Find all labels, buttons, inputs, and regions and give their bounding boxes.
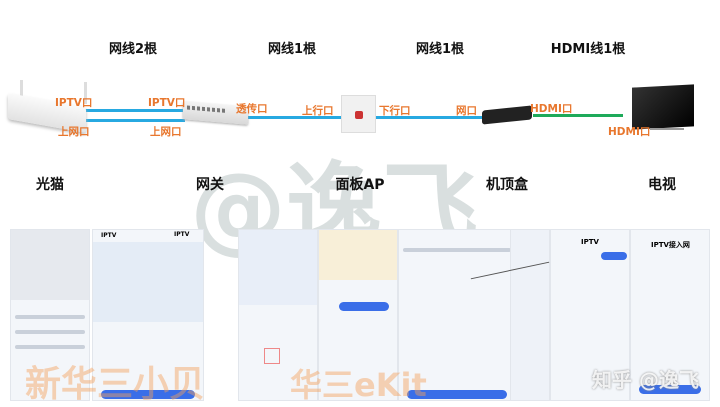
cable-title: 网线1根 [267,42,317,57]
cable-title: HDMI线1根 [550,42,626,57]
device-label: 机顶盒 [486,177,528,193]
device-label: 面板AP [335,177,385,193]
app-screenshot [238,229,318,401]
app-screenshot [510,229,550,401]
iptv-cable [60,109,183,112]
device-label: 光猫 [36,177,64,193]
app-screenshot: IPTV [92,229,204,401]
app-screenshot [398,229,516,401]
panel-ap-icon [341,95,376,133]
internet-cable [75,119,185,122]
app-screenshot-overlay: IPTV [164,229,204,401]
tv-icon [632,84,694,130]
screen-title: IPTV [581,238,599,246]
watermark-bottom-right: 知乎 @逸飞 [592,368,699,392]
optical-modem-icon [8,80,88,140]
port-label: IPTV口 [55,97,93,109]
ethernet-cable [246,116,342,119]
port-label: 下行口 [379,105,411,117]
app-screenshot: IPTV接入网 [630,229,710,401]
screen-title: IPTV [101,232,117,239]
screen-title: IPTV [174,231,190,238]
ethernet-cable [376,116,482,119]
port-label: 透传口 [236,103,268,115]
tv-stand [650,128,684,130]
app-screenshot: IPTV [550,229,630,401]
port-label: 上网口 [58,126,90,138]
hdmi-cable [533,114,623,117]
port-label: 网口 [456,105,477,117]
app-screenshot [10,229,90,401]
app-screenshot [318,229,398,401]
set-top-box-icon [482,105,532,125]
action-button [601,252,627,260]
port-label: 上网口 [150,126,182,138]
highlight-box [264,348,280,364]
port-label: IPTV口 [148,97,186,109]
port-label: HDMI口 [608,126,651,138]
device-label: 电视 [648,177,676,193]
cable-title: 网线1根 [415,42,465,57]
watermark-bottom-left: 新华三小贝 [25,364,206,405]
cable-title: 网线2根 [108,42,158,57]
screen-title: IPTV接入网 [651,241,690,249]
watermark-bottom-mid: 华三eKit [290,366,427,404]
port-label: HDMI口 [530,103,573,115]
device-label: 网关 [196,177,224,193]
port-label: 上行口 [302,105,334,117]
